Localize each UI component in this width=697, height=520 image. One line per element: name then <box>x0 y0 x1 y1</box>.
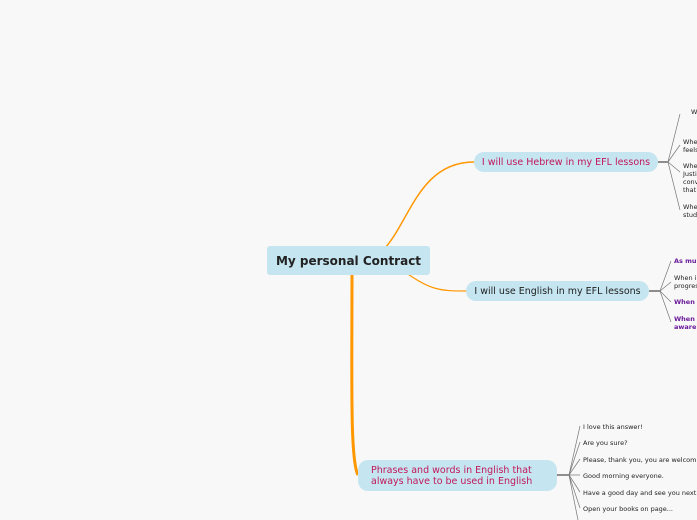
leaf[interactable]: Whe Justi conv that <box>683 162 697 194</box>
leaf[interactable]: Good morning everyone. <box>583 472 664 480</box>
branch-english[interactable]: I will use English in my EFL lessons <box>466 281 649 301</box>
central-topic[interactable]: My personal Contract <box>267 246 430 275</box>
leaf[interactable]: Whe stud <box>683 203 697 219</box>
leaf[interactable]: Please, thank you, you are welcom <box>583 456 697 464</box>
branch-label: I will use English in my EFL lessons <box>474 285 641 297</box>
leaf[interactable]: Have a good day and see you next <box>583 489 697 497</box>
branch-label: Phrases and words in English that always… <box>371 464 533 487</box>
leaf[interactable]: Open your books on page... <box>583 505 674 513</box>
leaf[interactable]: W <box>691 108 697 116</box>
central-topic-label: My personal Contract <box>275 253 422 268</box>
leaf[interactable]: I love this answer! <box>583 423 643 431</box>
leaf[interactable]: When <box>674 298 695 306</box>
branch-label: I will use Hebrew in my EFL lessons <box>481 156 651 168</box>
leaf[interactable]: When aware <box>674 315 697 331</box>
branch-phrases[interactable]: Phrases and words in English that always… <box>358 460 557 491</box>
leaf[interactable]: Whe feels <box>683 138 697 154</box>
leaf[interactable]: Are you sure? <box>583 439 628 447</box>
leaf[interactable]: When i progres <box>674 274 697 290</box>
branch-hebrew[interactable]: I will use Hebrew in my EFL lessons <box>474 152 658 172</box>
leaf[interactable]: As mu <box>674 257 697 265</box>
